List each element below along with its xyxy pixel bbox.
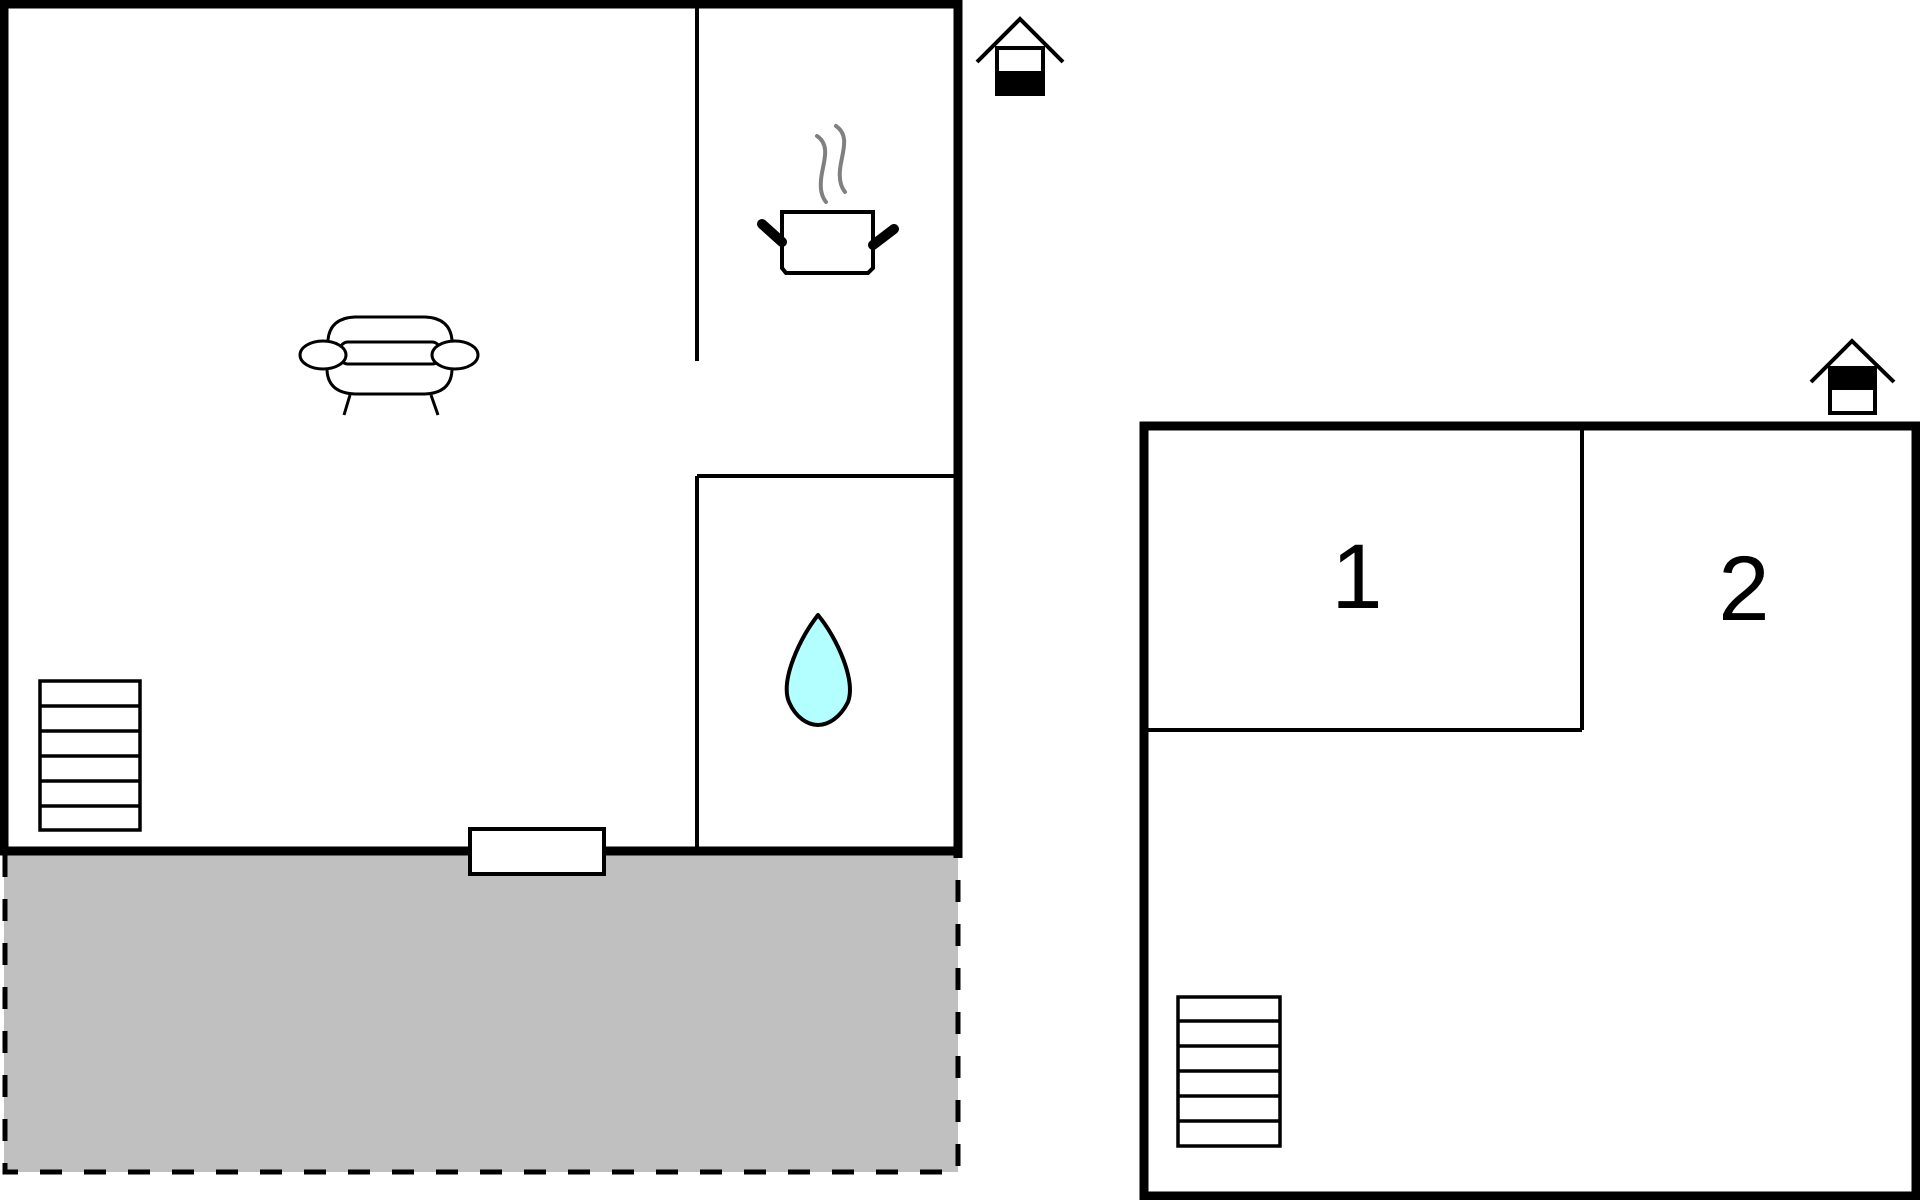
ground-floor-icon: [975, 16, 1065, 96]
terrace: [2, 855, 961, 1175]
upper-floor-icon: [1809, 338, 1896, 415]
room-label-1: 1: [1331, 526, 1382, 628]
entrance-door: [468, 827, 606, 876]
water-drop-icon: [784, 613, 852, 727]
sofa-icon: [298, 315, 480, 416]
ground-floor-walls: [0, 0, 963, 858]
stairs-icon: [38, 679, 142, 832]
cooking-pot-icon: [757, 124, 899, 275]
stairs-icon: [1176, 995, 1282, 1148]
upper-floor-walls: [1139, 421, 1920, 1200]
room-label-2: 2: [1718, 538, 1769, 640]
